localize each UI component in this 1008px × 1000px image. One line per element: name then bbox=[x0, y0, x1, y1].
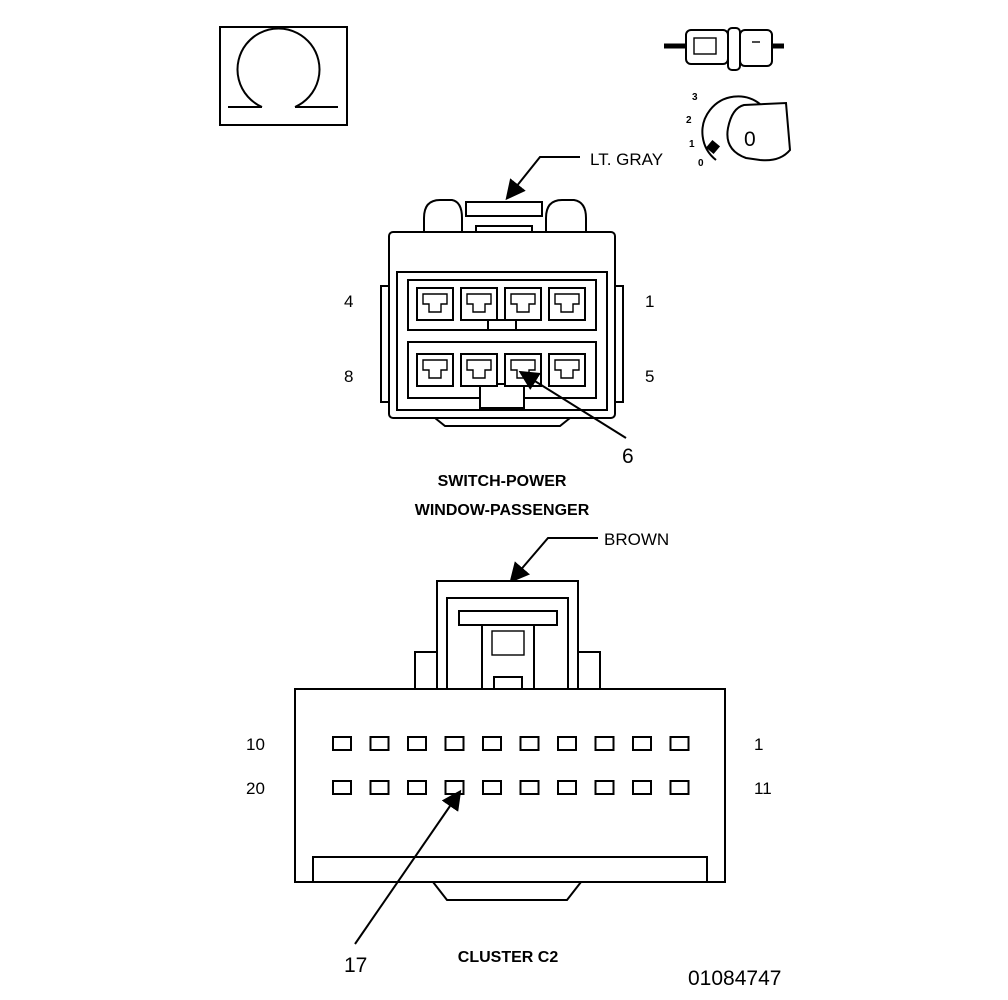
connector-cavity bbox=[369, 736, 390, 751]
key-label: 0 bbox=[744, 128, 756, 151]
pin-label-top-right: 1 bbox=[754, 735, 763, 754]
connector-color-label: LT. GRAY bbox=[590, 150, 663, 169]
connector-cavity bbox=[482, 780, 502, 795]
cluster-cavity-group bbox=[332, 736, 690, 795]
connector-cavity bbox=[460, 287, 498, 321]
connector-cavity bbox=[332, 736, 352, 751]
key-position-label: 1 bbox=[689, 139, 695, 150]
connector-cavity bbox=[504, 287, 542, 321]
connector-cavity bbox=[632, 780, 652, 795]
cluster-connector: BROWN 10 1 20 11 17 CLUSTER C2 bbox=[246, 530, 772, 977]
connector-cavity bbox=[519, 780, 540, 795]
connector-cavity bbox=[444, 780, 465, 795]
connector-cavity bbox=[332, 780, 352, 795]
connector-color-label: BROWN bbox=[604, 530, 669, 549]
connector-cavity bbox=[669, 736, 690, 751]
connector-title-line2: WINDOW-PASSENGER bbox=[415, 502, 590, 519]
callout-arrow bbox=[518, 370, 627, 439]
ignition-key-icon: 3 2 1 0 0 bbox=[686, 92, 792, 169]
figure-number: 01084747 bbox=[688, 967, 781, 990]
pin-label-top-left: 4 bbox=[344, 292, 353, 311]
connector-cavity bbox=[519, 736, 540, 751]
switch-connector: LT. GRAY 4 1 8 5 6 SWITCH-POWER WINDOW-P… bbox=[344, 150, 663, 519]
key-position-label: 3 bbox=[692, 92, 698, 103]
switch-cavity-group bbox=[416, 287, 586, 387]
inline-connector-icon bbox=[664, 27, 784, 71]
connector-cavity bbox=[548, 353, 586, 387]
callout-pin-label: 17 bbox=[344, 954, 367, 977]
connector-cavity bbox=[407, 780, 427, 795]
connector-cavity bbox=[482, 736, 502, 751]
pin-label-top-left: 10 bbox=[246, 735, 265, 754]
connector-cavity bbox=[594, 780, 615, 795]
connector-cavity bbox=[548, 287, 586, 321]
connector-cavity bbox=[407, 736, 427, 751]
callout-pin-label: 6 bbox=[622, 445, 634, 468]
connector-title-line1: SWITCH-POWER bbox=[438, 473, 567, 490]
connector-cavity bbox=[632, 736, 652, 751]
connector-cavity bbox=[416, 287, 454, 321]
key-position-label: 0 bbox=[698, 158, 704, 169]
pin-label-bottom-left: 20 bbox=[246, 779, 265, 798]
connector-cavity bbox=[369, 780, 390, 795]
callout-arrow bbox=[354, 789, 462, 945]
pin-label-bottom-right: 11 bbox=[754, 779, 772, 798]
connector-cavity bbox=[460, 353, 498, 387]
connector-cavity bbox=[557, 736, 577, 751]
key-position-label: 2 bbox=[686, 115, 692, 126]
pin-label-bottom-left: 8 bbox=[344, 367, 353, 386]
connector-cavity bbox=[557, 780, 577, 795]
omega-rotation-icon bbox=[219, 26, 348, 126]
pin-label-top-right: 1 bbox=[645, 292, 654, 311]
connector-title: CLUSTER C2 bbox=[458, 949, 559, 966]
connector-cavity bbox=[416, 353, 454, 387]
connector-cavity bbox=[444, 736, 465, 751]
connector-cavity bbox=[594, 736, 615, 751]
pin-label-bottom-right: 5 bbox=[645, 367, 654, 386]
connector-cavity bbox=[669, 780, 690, 795]
